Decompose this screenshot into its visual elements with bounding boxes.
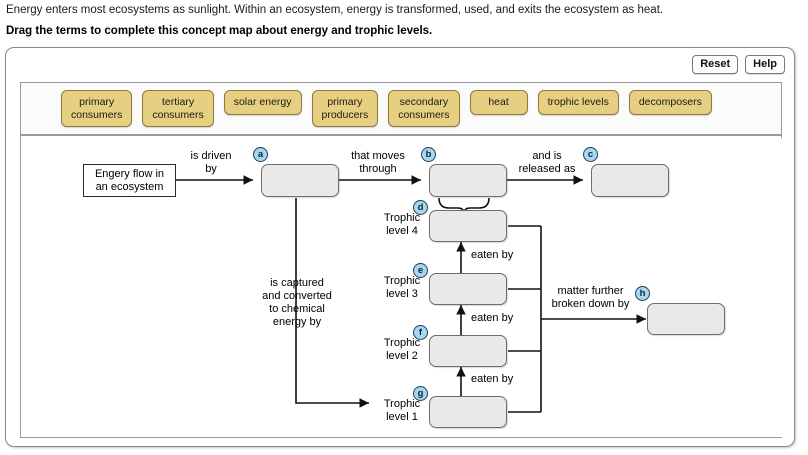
term-tile-solar-energy[interactable]: solar energy — [223, 90, 302, 115]
badge-c: c — [583, 147, 598, 162]
term-tile-primary-consumers[interactable]: primary consumers — [61, 90, 133, 127]
edge-label-eaten-by-3: eaten by — [471, 373, 514, 385]
start-node: Engery flow in an ecosystem — [83, 164, 176, 197]
intro-text: Energy enters most ecosystems as sunligh… — [6, 4, 664, 16]
trophic-level-1-label: Trophic level 1 — [383, 398, 421, 423]
help-button[interactable]: Help — [745, 55, 785, 74]
edge-label-is-captured-converted: is captured and converted to chemical en… — [262, 277, 332, 328]
edge-label-and-is-released-as: and is released as — [518, 150, 576, 175]
toolbar: Reset Help — [692, 55, 785, 74]
concept-map-canvas: Engery flow in an ecosystem is driven by… — [21, 138, 783, 437]
term-tile-primary-producers[interactable]: primary producers — [311, 90, 379, 127]
term-bank: primary consumers tertiary consumers sol… — [21, 83, 781, 136]
activity-panel: Reset Help primary consumers tertiary co… — [5, 47, 795, 447]
drop-slot-e[interactable] — [429, 273, 507, 305]
trophic-level-3-label: Trophic level 3 — [383, 275, 421, 300]
badge-f: f — [413, 325, 428, 340]
term-tile-decomposers[interactable]: decomposers — [628, 90, 712, 115]
drop-slot-d[interactable] — [429, 210, 507, 242]
badge-b: b — [421, 147, 436, 162]
badge-h: h — [635, 286, 650, 301]
edge-label-eaten-by-2: eaten by — [471, 312, 514, 324]
badge-d: d — [413, 200, 428, 215]
drop-slot-g[interactable] — [429, 396, 507, 428]
trophic-level-4-label: Trophic level 4 — [383, 212, 421, 237]
badge-a: a — [253, 147, 268, 162]
drop-slot-b[interactable] — [429, 164, 507, 197]
edge-label-matter-broken-down: matter further broken down by — [551, 285, 630, 310]
edge-label-that-moves-through: that moves through — [351, 150, 405, 175]
term-tile-trophic-levels[interactable]: trophic levels — [537, 90, 619, 115]
badge-e: e — [413, 263, 428, 278]
instruction-text: Drag the terms to complete this concept … — [6, 25, 433, 37]
term-tile-heat[interactable]: heat — [469, 90, 528, 115]
reset-button[interactable]: Reset — [692, 55, 739, 74]
badge-g: g — [413, 386, 428, 401]
term-bank-list: primary consumers tertiary consumers sol… — [61, 90, 712, 127]
drop-slot-a[interactable] — [261, 164, 339, 197]
trophic-level-2-label: Trophic level 2 — [383, 337, 421, 362]
drop-slot-c[interactable] — [591, 164, 669, 197]
edge-label-eaten-by-1: eaten by — [471, 249, 514, 261]
workspace: primary consumers tertiary consumers sol… — [20, 82, 783, 438]
drop-slot-h[interactable] — [647, 303, 725, 335]
drop-slot-f[interactable] — [429, 335, 507, 367]
edge-label-is-driven-by: is driven by — [190, 150, 232, 175]
term-tile-secondary-consumers[interactable]: secondary consumers — [388, 90, 460, 127]
term-tile-tertiary-consumers[interactable]: tertiary consumers — [142, 90, 214, 127]
